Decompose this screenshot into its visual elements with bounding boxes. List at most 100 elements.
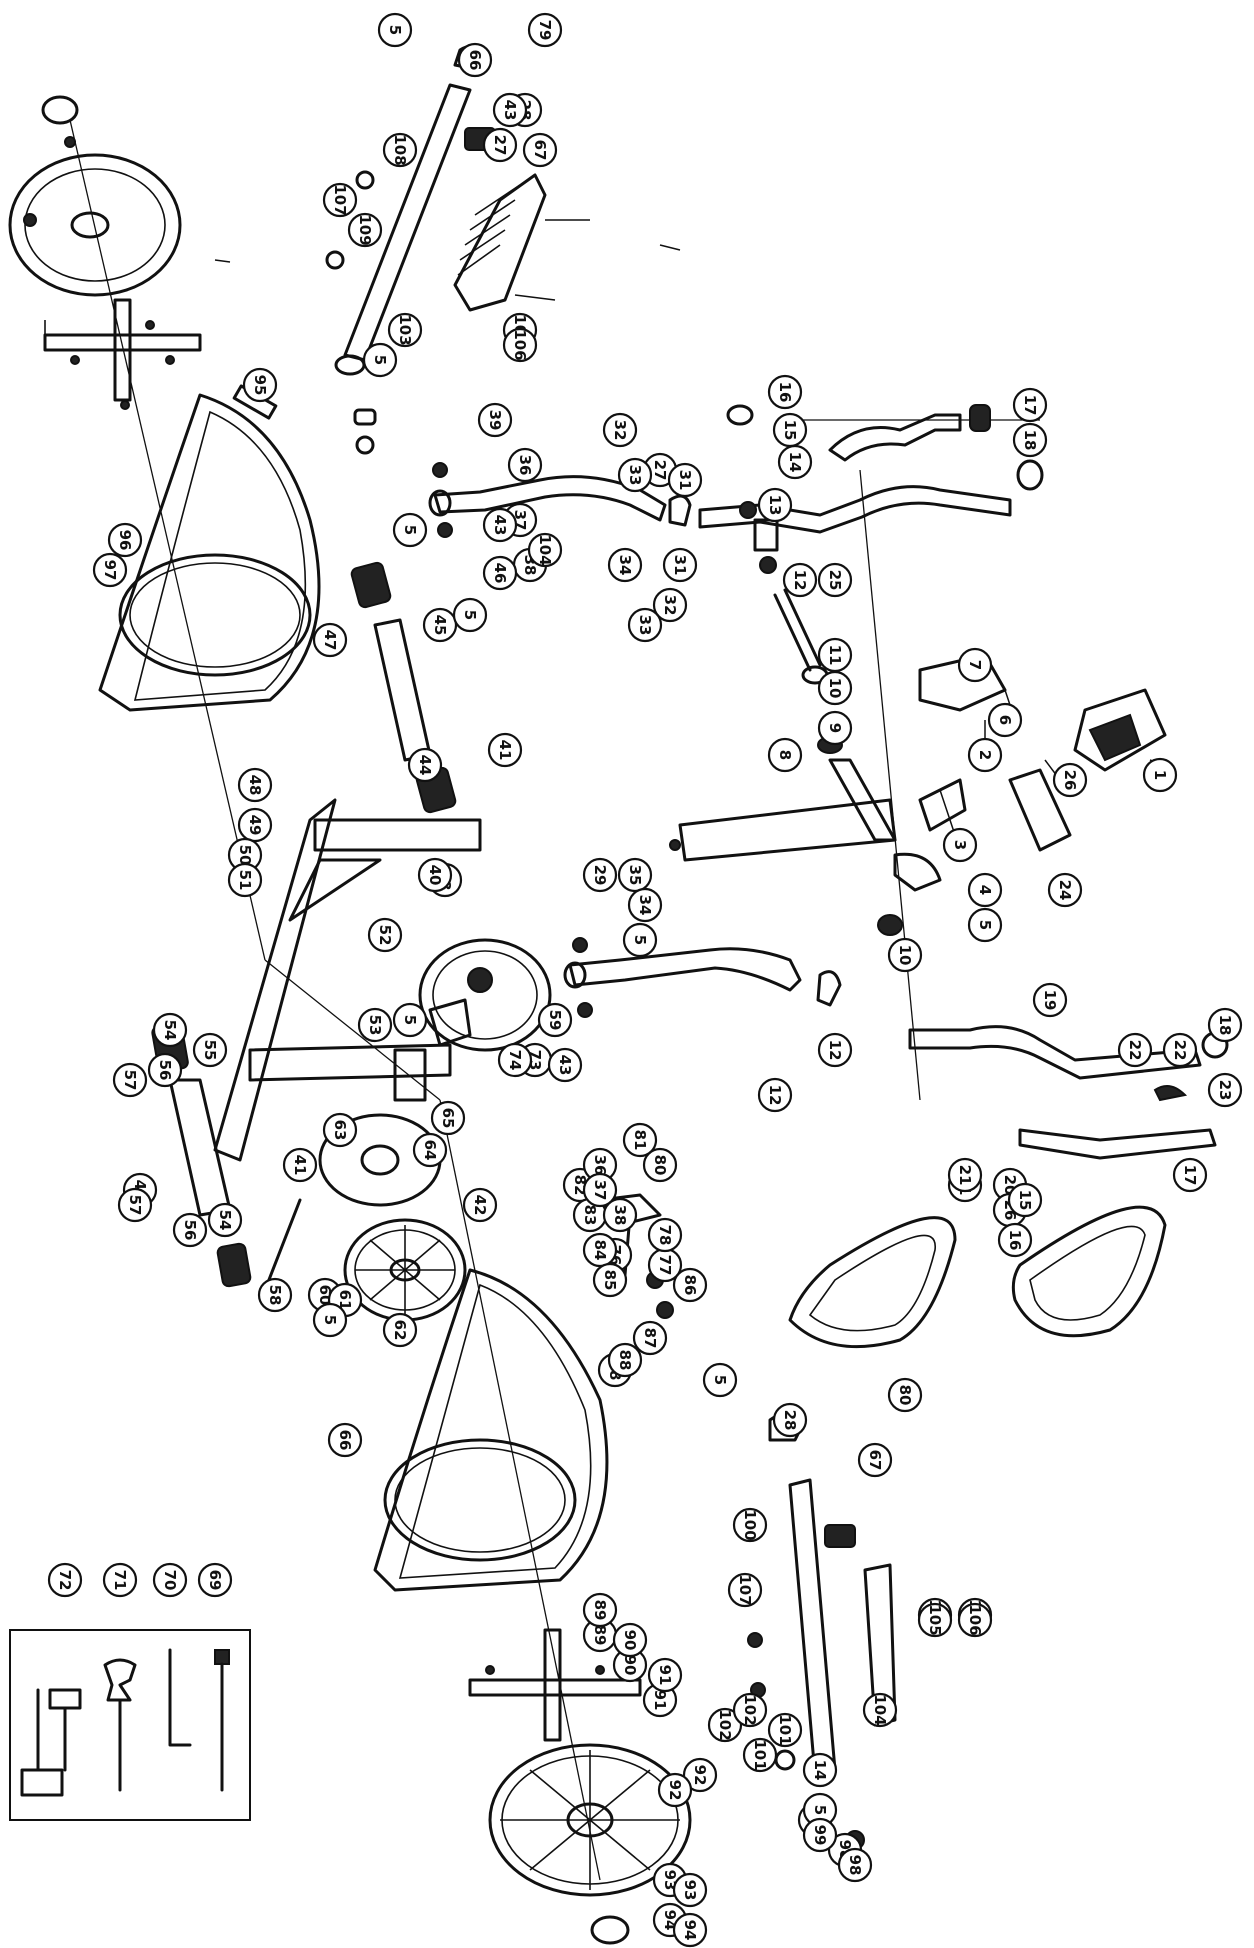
part-callout-72: 72: [47, 1562, 83, 1598]
callout-circle: [802, 1817, 838, 1853]
callout-circle: [382, 1312, 418, 1348]
part-callout-5: 5: [622, 922, 658, 958]
part-callout-12: 12: [817, 1032, 853, 1068]
part-callout-45: 45: [422, 607, 458, 643]
callout-number: 97: [101, 560, 119, 581]
callout-number: 43: [491, 515, 509, 536]
callout-circle: [732, 1692, 768, 1728]
callout-number: 104: [871, 1694, 889, 1725]
part-callout-40: 40: [417, 857, 453, 893]
callout-number: 24: [1056, 880, 1074, 901]
callout-circle: [527, 12, 563, 48]
part-callout-106: 106: [502, 327, 538, 363]
callout-circle: [1007, 1182, 1043, 1218]
part-callout-11: 11: [817, 637, 853, 673]
part-callout-33: 33: [627, 607, 663, 643]
part-callout-89: 89: [582, 1617, 618, 1653]
part-callout-43: 43: [492, 92, 528, 128]
callout-number: 107: [331, 184, 349, 215]
part-callout-27: 27: [642, 452, 678, 488]
callout-number: 5: [711, 1375, 729, 1385]
callout-number: 2: [976, 750, 994, 760]
part-callout-79: 79: [527, 12, 563, 48]
callout-circle: [617, 857, 653, 893]
callout-number: 25: [826, 570, 844, 591]
callout-number: 34: [636, 895, 654, 916]
callout-number: 12: [791, 570, 809, 591]
callout-circle: [1032, 982, 1068, 1018]
callout-number: 57: [121, 1070, 139, 1091]
callout-number: 48: [246, 775, 264, 796]
callout-number: 35: [626, 865, 644, 886]
callout-number: 36: [516, 455, 534, 476]
callout-circle: [757, 1077, 793, 1113]
part-callout-24: 24: [1047, 872, 1083, 908]
part-callout-12: 12: [782, 562, 818, 598]
callout-number: 43: [501, 100, 519, 121]
callout-circle: [192, 1032, 228, 1068]
part-callout-80: 80: [887, 1377, 923, 1413]
part-callout-48: 48: [237, 767, 273, 803]
callout-circle: [497, 1042, 533, 1078]
callout-circle: [502, 327, 538, 363]
callout-number: 38: [611, 1205, 629, 1226]
callout-circle: [107, 522, 143, 558]
callout-circle: [647, 1657, 683, 1693]
part-callout-14: 14: [802, 1752, 838, 1788]
callout-circle: [462, 1187, 498, 1223]
callout-number: 89: [591, 1600, 609, 1621]
part-callout-5: 5: [312, 1302, 348, 1338]
part-callout-78: 78: [647, 1217, 683, 1253]
part-callout-90: 90: [612, 1622, 648, 1658]
part-callout-106: 106: [957, 1602, 993, 1638]
upper-handlebar: [698, 404, 1044, 574]
left-handlebar-arm: [428, 462, 692, 538]
callout-number: 47: [321, 630, 339, 651]
callout-number: 44: [416, 755, 434, 776]
callout-circle: [582, 857, 618, 893]
callout-circle: [817, 562, 853, 598]
callout-circle: [662, 547, 698, 583]
callout-circle: [417, 857, 453, 893]
callout-number: 23: [1216, 1080, 1234, 1101]
callout-number: 45: [431, 615, 449, 636]
callout-circle: [757, 487, 793, 523]
part-callout-3: 3: [942, 827, 978, 863]
callout-circle: [862, 1692, 898, 1728]
part-callout-94: 94: [672, 1912, 708, 1948]
part-callout-8: 8: [767, 737, 803, 773]
callout-circle: [1207, 1007, 1243, 1043]
callout-number: 5: [401, 525, 419, 535]
callout-number: 52: [376, 925, 394, 946]
callout-number: 46: [491, 563, 509, 584]
callout-number: 32: [661, 595, 679, 616]
callout-circle: [357, 1007, 393, 1043]
callout-number: 33: [636, 615, 654, 636]
callout-circle: [1012, 422, 1048, 458]
callout-number: 5: [386, 25, 404, 35]
callout-number: 96: [116, 530, 134, 551]
callout-number: 54: [216, 1210, 234, 1231]
callout-number: 101: [776, 1714, 794, 1745]
front-stabiliser: [350, 561, 457, 814]
callout-circle: [312, 1302, 348, 1338]
part-callout-51: 51: [227, 862, 263, 898]
callout-circle: [817, 637, 853, 673]
part-callout-21: 21: [947, 1157, 983, 1193]
callout-circle: [282, 1147, 318, 1183]
callout-number: 98: [846, 1855, 864, 1876]
part-callout-104: 104: [862, 1692, 898, 1728]
part-callout-65: 65: [430, 1100, 466, 1136]
part-callout-71: 71: [102, 1562, 138, 1598]
callout-number: 16: [776, 382, 794, 403]
callout-circle: [430, 1100, 466, 1136]
part-callout-22: 22: [1117, 1032, 1153, 1068]
callout-circle: [367, 917, 403, 953]
part-callout-15: 15: [772, 412, 808, 448]
assembly-axis-lines: [69, 119, 1040, 1881]
callout-number: 12: [766, 1085, 784, 1106]
callout-circle: [782, 562, 818, 598]
part-callout-77: 77: [647, 1247, 683, 1283]
part-callout-92: 92: [682, 1757, 718, 1793]
callout-circle: [1047, 872, 1083, 908]
